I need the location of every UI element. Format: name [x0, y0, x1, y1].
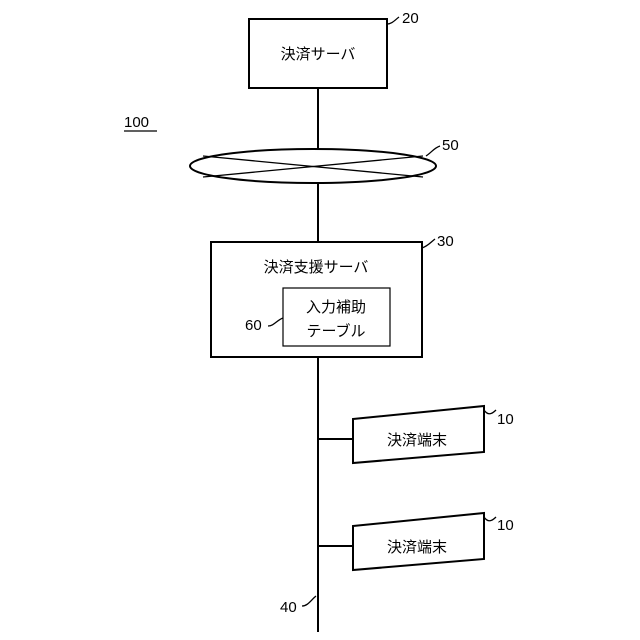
input-table-ref: 60	[245, 317, 262, 334]
input-table-label-line1: 入力補助	[306, 298, 366, 316]
payment-server-ref: 20	[402, 10, 419, 27]
terminal-2-ref-leader	[484, 517, 496, 521]
payment-terminal-1: 決済端末	[353, 406, 484, 463]
input-table-label-line2: テーブル	[306, 322, 365, 340]
network-ref: 50	[442, 137, 459, 154]
payment-server-label: 決済サーバ	[281, 45, 356, 63]
support-server-ref-leader	[422, 239, 435, 248]
payment-server-ref-leader	[387, 17, 399, 24]
terminal-1-label: 決済端末	[387, 431, 447, 449]
bus-ref: 40	[280, 599, 297, 616]
terminal-1-ref: 10	[497, 411, 514, 428]
terminal-2-label: 決済端末	[387, 538, 447, 556]
bus-ref-leader	[302, 596, 316, 606]
network-ref-leader	[426, 146, 440, 156]
support-server: 決済支援サーバ 入力補助 テーブル	[211, 242, 422, 357]
system-ref-label: 100	[124, 114, 149, 131]
payment-terminal-2: 決済端末	[353, 513, 484, 570]
support-server-label: 決済支援サーバ	[264, 258, 369, 276]
terminal-1-ref-leader	[484, 410, 496, 414]
payment-server: 決済サーバ	[249, 19, 387, 88]
network	[190, 149, 436, 183]
terminal-2-ref: 10	[497, 517, 514, 534]
support-server-ref: 30	[437, 233, 454, 250]
